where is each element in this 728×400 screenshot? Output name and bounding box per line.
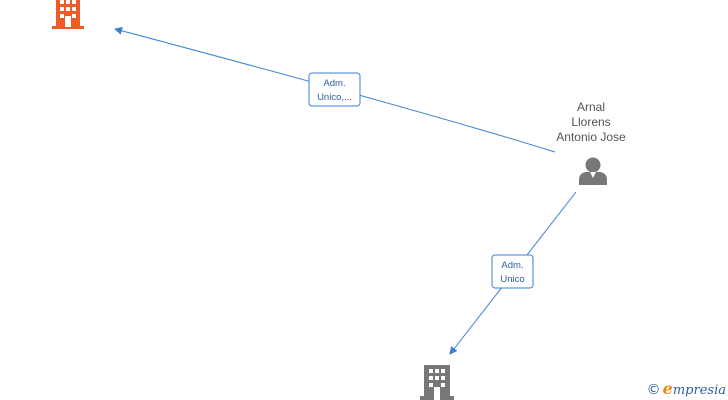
- edge-label-1[interactable]: Adm. Unico,...: [308, 72, 361, 107]
- logo-initial: e: [662, 379, 673, 398]
- empresia-logo: ©empresia: [647, 379, 726, 398]
- person-icon[interactable]: [579, 157, 607, 186]
- person-name-line-2: Llorens: [571, 115, 611, 129]
- building-icon[interactable]: [420, 365, 454, 400]
- edge-label-2-line2: Unico: [500, 274, 524, 285]
- edge-label-2[interactable]: Adm. Unico: [491, 254, 534, 289]
- person-name-line-3: Antonio Jose: [556, 130, 626, 144]
- edge-label-1-line1: Adm.: [323, 78, 345, 89]
- edge-label-1-line2: Unico,...: [317, 92, 352, 103]
- edge-person-to-company-1: [114, 26, 556, 153]
- person-name-line-1: Arnal: [576, 100, 605, 114]
- building-icon[interactable]: [52, 0, 84, 29]
- copyright-symbol: ©: [646, 382, 661, 398]
- person-name[interactable]: Arnal Llorens Antonio Jose: [541, 100, 641, 145]
- edge-label-2-line1: Adm.: [501, 260, 523, 271]
- logo-text: mpresia: [672, 383, 726, 398]
